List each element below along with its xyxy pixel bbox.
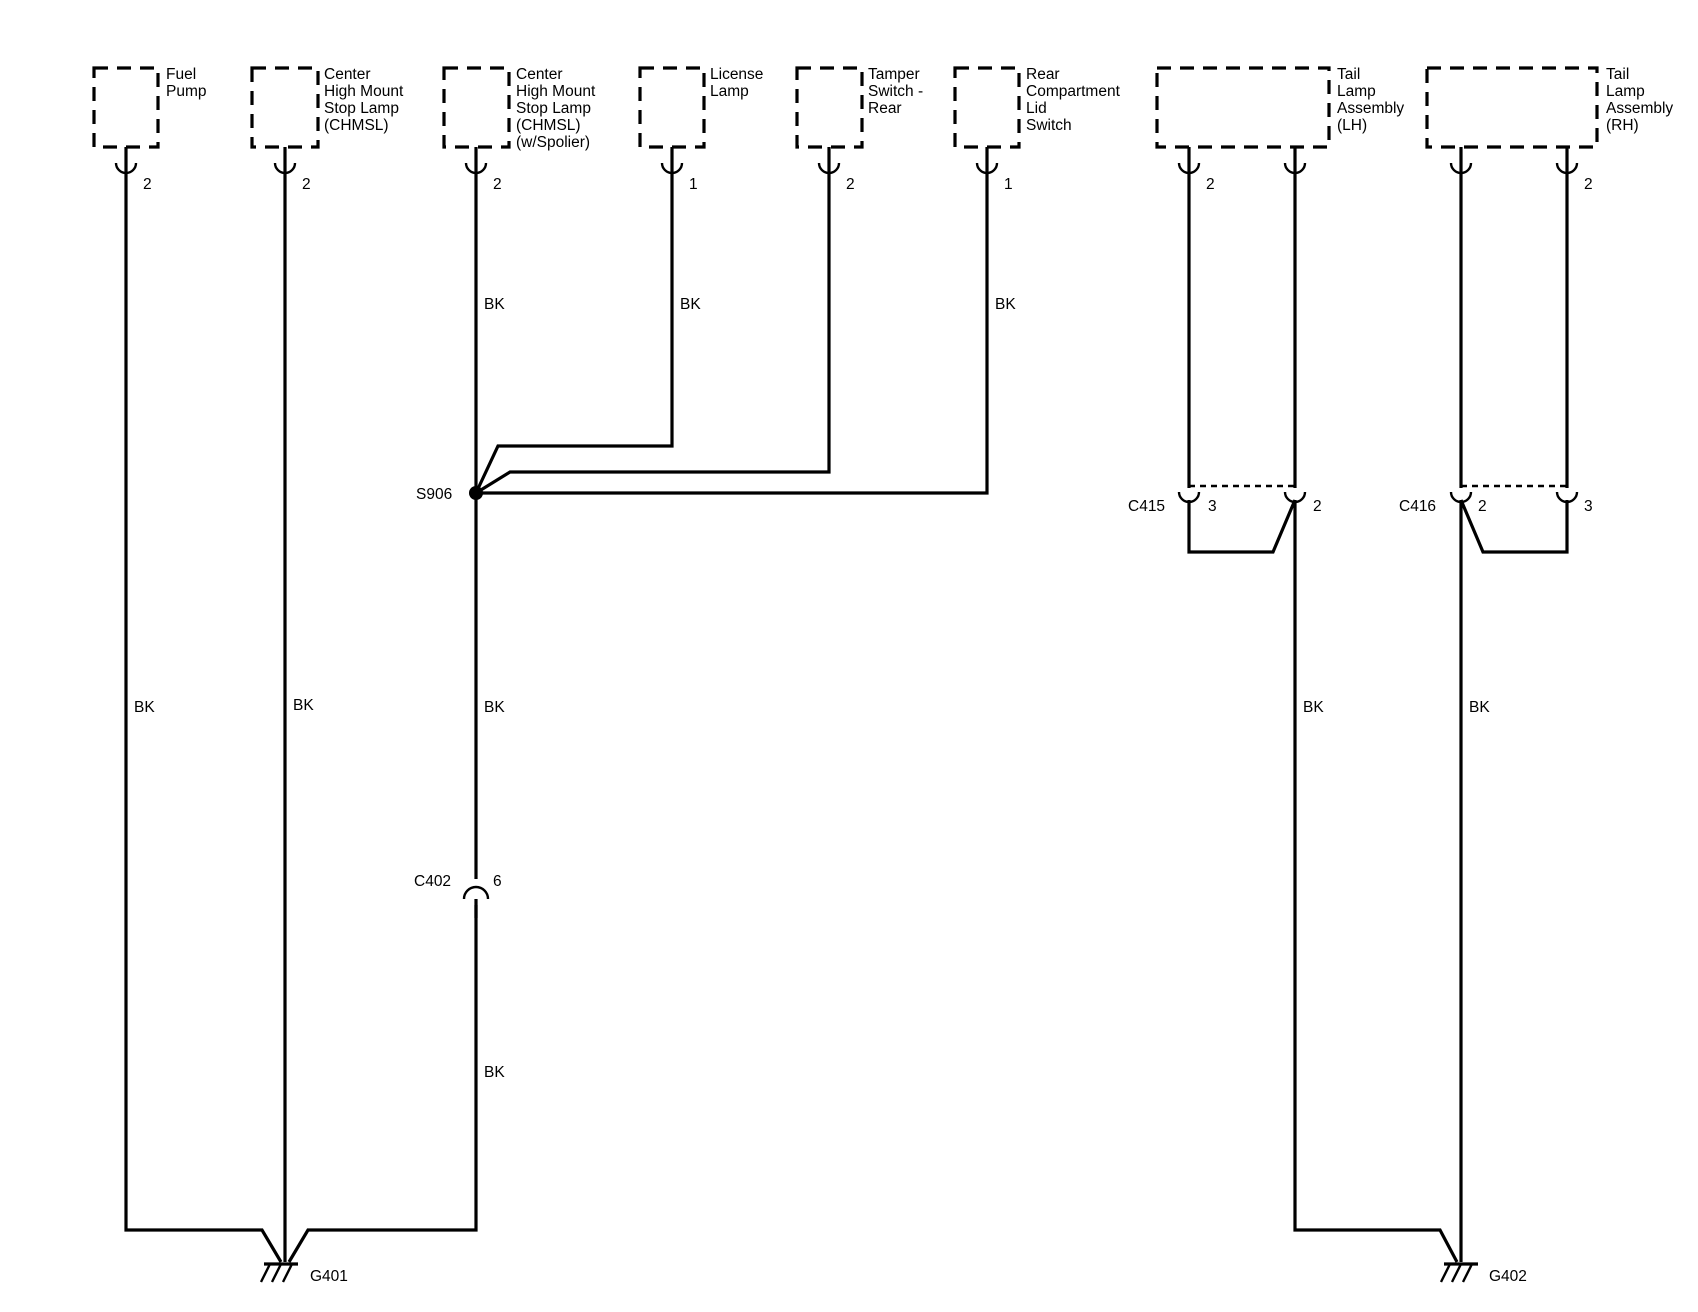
chmsl-label: Stop Lamp bbox=[324, 100, 399, 117]
rear-compartment-lid-switch-label: Lid bbox=[1026, 100, 1047, 117]
svg-text:Tamper Switch - Rear: Tamper Switch - Rear bbox=[868, 66, 927, 117]
tail-lamp-rh-box bbox=[1425, 66, 1599, 149]
wire-color-label: BK bbox=[995, 296, 1016, 313]
ground-g402-label: G402 bbox=[1489, 1268, 1527, 1285]
connector-c415-pin-a: 3 bbox=[1208, 498, 1217, 515]
chmsl-spoiler-label: Stop Lamp bbox=[516, 100, 591, 117]
chmsl-label: High Mount bbox=[324, 83, 404, 100]
wire-color-label: BK bbox=[293, 697, 314, 714]
connector-c415-label: C415 bbox=[1128, 498, 1165, 515]
fuel-pump-wire bbox=[124, 165, 283, 1263]
connector-c402-label: C402 bbox=[414, 873, 451, 890]
tail-lamp-rh-pin: 2 bbox=[1584, 176, 1593, 193]
connector-c416-pin-a: 2 bbox=[1478, 498, 1487, 515]
tail-lamp-rh-label: Lamp bbox=[1606, 83, 1645, 100]
svg-text:Tail Lamp Assembly: Tail Lamp Assembly (LH) bbox=[1337, 66, 1409, 134]
chmsl-spoiler-label: (w/Spolier) bbox=[516, 134, 590, 151]
tail-lamp-lh-label: Tail bbox=[1337, 66, 1360, 83]
chmsl-spoiler-box bbox=[442, 66, 511, 149]
wire-color-label: BK bbox=[1469, 699, 1490, 716]
tail-lamp-lh-box bbox=[1155, 66, 1331, 149]
connector-c416-label: C416 bbox=[1399, 498, 1436, 515]
chmsl-label: Center bbox=[324, 66, 371, 83]
tail-lamp-lh-label: Lamp bbox=[1337, 83, 1376, 100]
tamper-switch-wire bbox=[475, 165, 831, 495]
connector-c415 bbox=[1177, 484, 1307, 504]
license-lamp-wire bbox=[474, 165, 674, 494]
c402-wire-lower bbox=[287, 905, 478, 1263]
svg-text:Fuel Pump: Fuel Pump bbox=[166, 66, 207, 100]
tail-lamp-lh-label: (LH) bbox=[1337, 117, 1367, 134]
rear-compartment-lid-switch-label: Compartment bbox=[1026, 83, 1121, 100]
chmsl-pin: 2 bbox=[302, 176, 311, 193]
fuel-pump-box bbox=[92, 66, 160, 149]
tail-lamp-rh-label: (RH) bbox=[1606, 117, 1639, 134]
connector-c416-pin-b: 3 bbox=[1584, 498, 1593, 515]
tamper-switch-box bbox=[795, 66, 864, 149]
fuel-pump-label: Fuel bbox=[166, 66, 196, 83]
wire-color-label: BK bbox=[484, 1064, 505, 1081]
ground-g401-label: G401 bbox=[310, 1268, 348, 1285]
chmsl-spoiler-pin: 2 bbox=[493, 176, 502, 193]
svg-text:Rear Compartment Lid: Rear Compartment Lid Switch bbox=[1026, 66, 1124, 134]
tail-lamp-rh-label: Tail bbox=[1606, 66, 1629, 83]
tail-lamp-lh-pin: 2 bbox=[1206, 176, 1215, 193]
tamper-switch-label: Rear bbox=[868, 100, 902, 117]
tamper-switch-label: Tamper bbox=[868, 66, 920, 83]
svg-text:License Lamp: License Lamp bbox=[710, 66, 768, 100]
tamper-switch-label: Switch - bbox=[868, 83, 923, 100]
rear-compartment-lid-switch-label: Rear bbox=[1026, 66, 1060, 83]
wire-color-label: BK bbox=[680, 296, 701, 313]
license-lamp-box bbox=[638, 66, 706, 149]
tail-lamp-rh-label: Assembly bbox=[1606, 100, 1673, 117]
svg-text:Center High Mount Stop: Center High Mount Stop Lamp (CHMSL) (w/S… bbox=[516, 66, 600, 151]
ground-g401-icon bbox=[259, 1262, 298, 1283]
connector-c416 bbox=[1449, 484, 1579, 504]
fuel-pump-label: Pump bbox=[166, 83, 207, 100]
tail-lamp-lh-label: Assembly bbox=[1337, 100, 1404, 117]
chmsl-spoiler-label: High Mount bbox=[516, 83, 596, 100]
svg-text:Center High Mount Stop: Center High Mount Stop Lamp (CHMSL) bbox=[324, 66, 408, 134]
connector-c402 bbox=[462, 885, 490, 918]
c416-jumper bbox=[1459, 499, 1569, 554]
wire-color-label: BK bbox=[1303, 699, 1324, 716]
wire-color-label: BK bbox=[134, 699, 155, 716]
license-lamp-pin: 1 bbox=[689, 176, 698, 193]
rear-compartment-lid-switch-label: Switch bbox=[1026, 117, 1072, 134]
splice-s906-dot bbox=[469, 486, 483, 500]
chmsl-spoiler-label: (CHMSL) bbox=[516, 117, 581, 134]
chmsl-box bbox=[250, 66, 320, 149]
license-lamp-label: License bbox=[710, 66, 763, 83]
chmsl-label: (CHMSL) bbox=[324, 117, 389, 134]
tamper-switch-pin: 2 bbox=[846, 176, 855, 193]
rear-compartment-lid-switch-wire bbox=[476, 165, 989, 495]
splice-s906-label: S906 bbox=[416, 486, 452, 503]
connector-c415-pin-b: 2 bbox=[1313, 498, 1322, 515]
svg-text:Tail Lamp Assembly: Tail Lamp Assembly (RH) bbox=[1606, 66, 1678, 134]
ground-g402-icon bbox=[1439, 1262, 1478, 1283]
rear-compartment-lid-switch-box bbox=[953, 66, 1021, 149]
fuel-pump-pin: 2 bbox=[143, 176, 152, 193]
wire-color-label: BK bbox=[484, 699, 505, 716]
c415-jumper bbox=[1187, 499, 1297, 554]
license-lamp-label: Lamp bbox=[710, 83, 749, 100]
chmsl-spoiler-label: Center bbox=[516, 66, 563, 83]
terminal-cups bbox=[114, 147, 1579, 175]
tail-lamp-lh-ground-wire bbox=[1293, 500, 1459, 1263]
rear-compartment-lid-switch-pin: 1 bbox=[1004, 176, 1013, 193]
connector-c402-pin: 6 bbox=[493, 873, 502, 890]
wire-color-label: BK bbox=[484, 296, 505, 313]
